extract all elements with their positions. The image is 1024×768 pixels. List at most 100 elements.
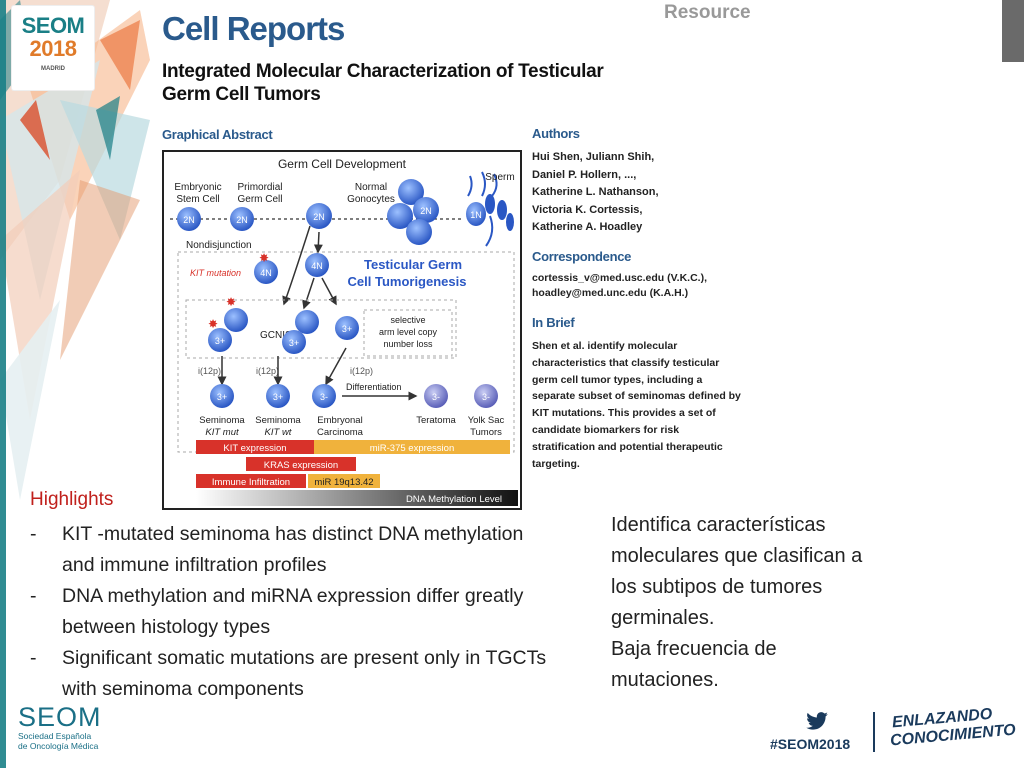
type-label: Yolk Sac [468, 415, 505, 426]
label-gonocytes: Gonocytes [347, 194, 395, 205]
methylation-label: DNA Methylation Level [406, 494, 502, 505]
label-embryonic: Embryonic [174, 182, 221, 193]
summary-line: germinales. [611, 607, 715, 629]
author-line: Hui Shen, Juliann Shih, [532, 151, 655, 163]
highlight-text: Significant somatic mutations are presen… [62, 647, 547, 700]
svg-text:3+: 3+ [289, 338, 299, 348]
svg-text:3+: 3+ [273, 392, 283, 402]
svg-text:3+: 3+ [215, 336, 225, 346]
svg-text:4N: 4N [260, 268, 272, 278]
cell-2n-embryonic: 2N [177, 207, 201, 231]
bar-kit-expression-label: KIT expression [223, 443, 286, 454]
mutation-star-icon: ✸ [226, 295, 236, 309]
summary-line: Identifica características [611, 514, 826, 536]
highlight-item: - KIT -mutated seminoma has distinct DNA … [30, 519, 560, 581]
label-stem-cell: Stem Cell [176, 194, 219, 205]
methylation-gradient-bar [196, 490, 518, 506]
cell-teratoma: 3- [424, 384, 448, 408]
highlights-list: - KIT -mutated seminoma has distinct DNA … [30, 519, 560, 705]
type-label: Embryonal [317, 415, 362, 426]
graphical-abstract-heading: Graphical Abstract [162, 127, 273, 142]
label-selective: selective [390, 315, 425, 325]
bar-mir375-label: miR-375 expression [370, 443, 454, 454]
spanish-summary: Identifica características moleculares q… [611, 510, 931, 696]
bar-kras-label: KRAS expression [264, 460, 338, 471]
gcnis-region [185, 299, 457, 359]
label-i12p: i(12p) [256, 366, 279, 376]
label-primordial: Primordial [237, 182, 282, 193]
svg-text:2N: 2N [313, 212, 325, 222]
label-selective: number loss [383, 339, 433, 349]
footer-society-line: de Oncología Médica [18, 741, 99, 751]
mutation-star-icon: ✸ [259, 251, 269, 265]
label-i12p: i(12p) [198, 366, 221, 376]
svg-text:4N: 4N [311, 261, 323, 271]
bar-mir19q-label: miR 19q13.42 [314, 477, 373, 488]
paper-title-line: Germ Cell Tumors [162, 84, 321, 105]
in-brief-line: targeting. [532, 457, 580, 470]
highlight-item: - Significant somatic mutations are prese… [30, 643, 560, 705]
arrow [302, 277, 315, 310]
hashtag-link[interactable]: #SEOM2018 [770, 736, 851, 752]
cell-yolk-sac: 3- [474, 384, 498, 408]
label-sperm: Sperm [485, 172, 514, 183]
in-brief-line: characteristics that classify testicular [532, 356, 720, 369]
gonocyte-cluster: 2N [387, 179, 439, 245]
type-sublabel: KIT wt [265, 427, 292, 438]
gcnis-cluster-right: 3+ [335, 316, 359, 340]
correspondence-email: hoadley@med.unc.edu (K.A.H.) [532, 287, 689, 299]
bullet-dash: - [30, 647, 37, 669]
highlight-text: DNA methylation and miRNA expression dif… [62, 585, 524, 638]
correspondence-email: cortessis_v@med.usc.edu (V.K.C.), [532, 272, 707, 284]
mutation-star-icon: ✸ [208, 317, 218, 331]
sperm-cluster: 1N [466, 171, 514, 247]
bullet-dash: - [30, 585, 37, 607]
bar-immune-label: Immune Infiltration [212, 477, 290, 488]
in-brief-line: Shen et al. identify molecular [532, 340, 678, 352]
cell-4n-center: 4N [305, 253, 329, 277]
bar-kras-expression [246, 457, 356, 471]
label-normal: Normal [355, 182, 387, 193]
svg-text:2N: 2N [236, 215, 248, 225]
correspondence-heading: Correspondence [532, 249, 632, 264]
svg-text:1N: 1N [470, 210, 482, 220]
correspondence-list: cortessis_v@med.usc.edu (V.K.C.), hoadle… [532, 271, 707, 301]
svg-text:3-: 3- [482, 392, 490, 402]
cell-seminoma-kit-wt: 3+ [266, 384, 290, 408]
svg-text:2N: 2N [183, 215, 195, 225]
bar-mir375-expression [314, 440, 510, 454]
bullet-dash: - [30, 523, 37, 545]
summary-line: los subtipos de tumores [611, 576, 823, 598]
svg-text:3-: 3- [320, 392, 328, 402]
arrow [282, 225, 311, 306]
highlights-heading: Highlights [30, 489, 114, 510]
label-selective: arm level copy [379, 327, 438, 337]
ga-title: Germ Cell Development [278, 157, 407, 171]
seom-2018-logo: SEOM 2018 MADRID [12, 6, 94, 90]
label-gcnis: GCNIS [260, 330, 292, 341]
author-line: Victoria K. Cortessis, [532, 203, 643, 216]
label-i12p: i(12p) [350, 366, 373, 376]
highlight-text: KIT -mutated seminoma has distinct DNA m… [62, 523, 524, 576]
cell-4n-left: 4N [254, 260, 278, 284]
in-brief-line: candidate biomarkers for risk [532, 423, 680, 436]
summary-line: moleculares que clasifican a [611, 545, 863, 567]
author-line: Katherine A. Hoadley [532, 221, 643, 233]
arrow [313, 231, 323, 254]
graphical-abstract-figure: Germ Cell Development Embryonic Stem Cel… [162, 150, 522, 510]
graphical-abstract-svg: Germ Cell Development Embryonic Stem Cel… [170, 157, 518, 506]
svg-text:2N: 2N [420, 206, 432, 216]
tumorigenesis-title: Cell Tumorigenesis [348, 274, 467, 289]
in-brief-heading: In Brief [532, 315, 575, 330]
highlight-item: - DNA methylation and miRNA expression di… [30, 581, 560, 643]
bar-kit-expression [196, 440, 314, 454]
svg-text:3-: 3- [432, 392, 440, 402]
gcnis-cluster-center: 3+ [282, 310, 319, 354]
summary-line: mutaciones. [611, 669, 719, 691]
svg-text:KIT mutation: KIT mutation [190, 268, 241, 278]
footer-seom: SEOM [18, 702, 102, 732]
label-differentiation: Differentiation [346, 382, 401, 392]
type-label: Teratoma [416, 415, 456, 426]
svg-text:3+: 3+ [217, 392, 227, 402]
bar-mir19q [308, 474, 380, 488]
